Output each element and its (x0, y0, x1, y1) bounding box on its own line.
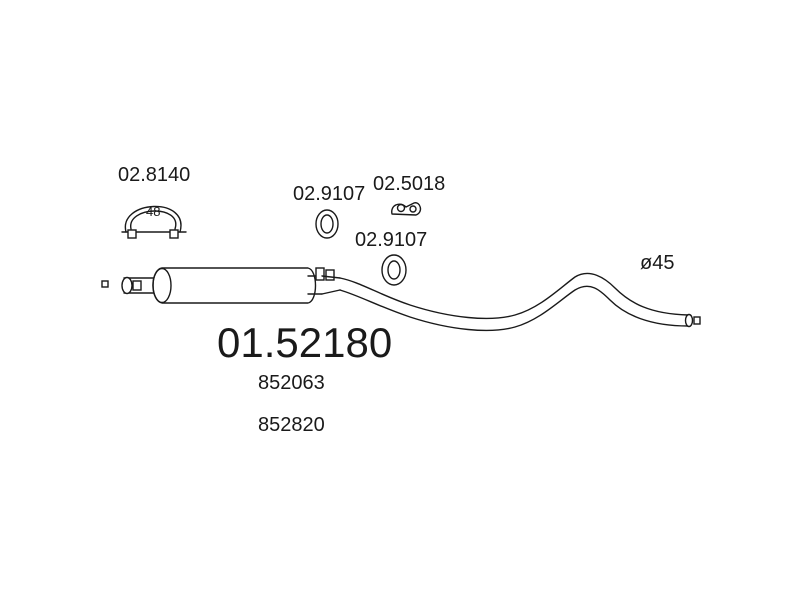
gasket-upper-icon (315, 209, 339, 239)
muffler-body (152, 267, 317, 304)
inlet-end-marker (101, 280, 109, 288)
clamp-icon (121, 205, 187, 239)
outlet-end-marker (693, 316, 701, 325)
oe-number-2: 852820 (258, 414, 325, 436)
pipe-diameter-label: ø45 (640, 252, 674, 274)
exhaust-pipe-assembly (101, 267, 701, 332)
hanger-icon (391, 202, 422, 216)
oe-number-1: 852063 (258, 372, 325, 394)
clamp-size-label: 48 (146, 204, 160, 219)
clamp-part-number: 02.8140 (118, 164, 190, 186)
hanger-part-number: 02.5018 (373, 173, 445, 195)
gasket-lower-part-number: 02.9107 (355, 229, 427, 251)
gasket-upper-part-number: 02.9107 (293, 183, 365, 205)
main-part-number: 01.52180 (217, 319, 392, 366)
gasket-lower-icon (381, 254, 407, 286)
